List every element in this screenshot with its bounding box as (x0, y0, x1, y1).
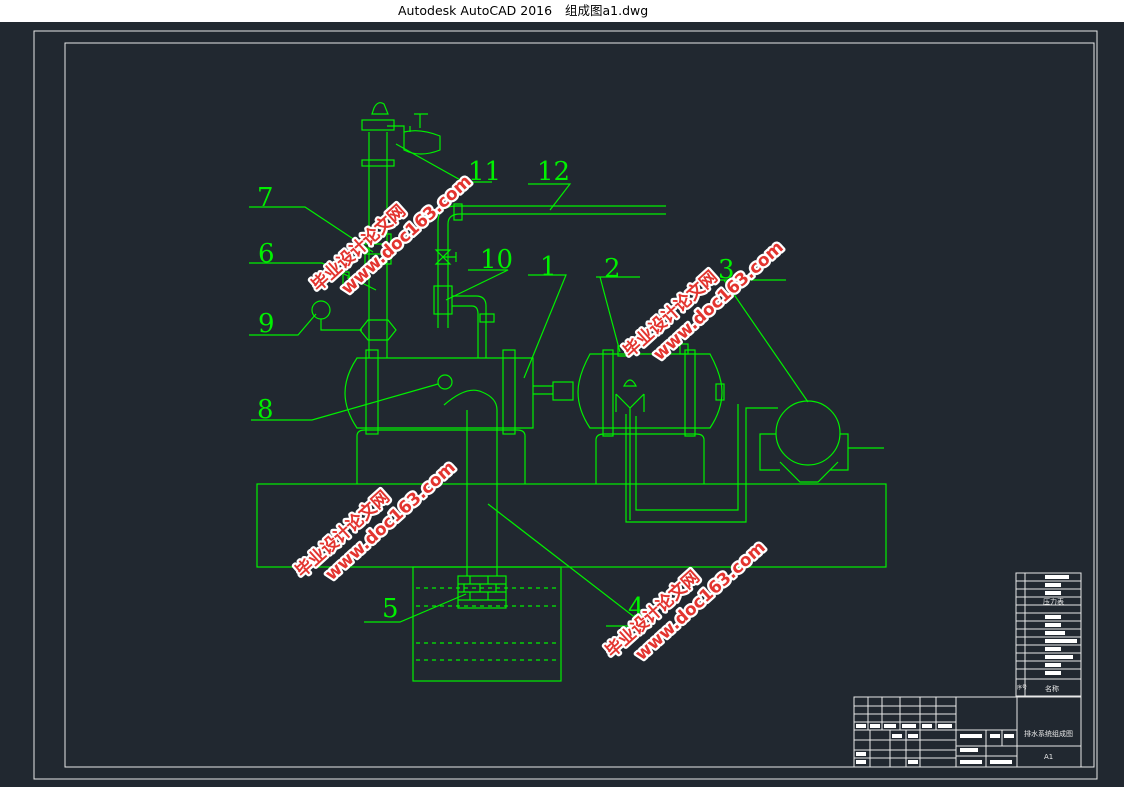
drawing-canvas[interactable]: 1 2 3 4 5 6 7 8 9 10 11 12 压力表 名称 序号 (0, 22, 1124, 787)
sheet-size: A1 (1044, 753, 1053, 761)
label-12: 12 (537, 157, 570, 187)
pressure-gauge (311, 300, 362, 331)
branch-pipe (433, 203, 666, 358)
return-pipe-inner (635, 404, 739, 511)
parts-list-row-text: 压力表 (1043, 597, 1064, 606)
label-6: 6 (258, 239, 275, 269)
vacuum-tank (344, 349, 574, 484)
label-1: 1 (540, 252, 557, 282)
sump-pit (412, 566, 562, 682)
label-9: 9 (258, 309, 275, 339)
label-2: 2 (604, 254, 621, 284)
title-block-fills (856, 724, 1014, 764)
motor (759, 400, 884, 483)
parts-list-name-header: 名称 (1045, 684, 1059, 693)
parts-list-seq-header: 序号 (1017, 684, 1027, 691)
label-7: 7 (257, 183, 274, 213)
suction-strainer (457, 575, 507, 609)
vacuum-pump (577, 343, 725, 520)
drawing-title: 排水系统组成图 (1024, 729, 1073, 738)
watermark-1: 毕业设计论文网 毕业设计论文网 www.doc163.com www.doc16… (289, 455, 462, 587)
water-level-lines (416, 587, 558, 661)
label-5: 5 (382, 594, 399, 624)
discharge-pipe (342, 102, 441, 358)
label-11: 11 (468, 157, 501, 187)
cad-drawing: 1 2 3 4 5 6 7 8 9 10 11 12 压力表 名称 序号 (33, 30, 1098, 780)
return-pipe (625, 407, 778, 523)
foundation-slab (256, 483, 887, 568)
inner-frame (64, 42, 1095, 768)
leader-lines (249, 143, 809, 627)
outer-frame (33, 30, 1098, 780)
watermark-2: 毕业设计论文网 毕业设计论文网 www.doc163.com www.doc16… (305, 169, 478, 301)
label-10: 10 (480, 245, 513, 275)
suction-pipe (443, 389, 498, 576)
file-name: 组成图a1.dwg (565, 3, 649, 18)
title-bar: Autodesk AutoCAD 2016 组成图a1.dwg (0, 0, 1124, 22)
app-title: Autodesk AutoCAD 2016 (398, 3, 553, 18)
title-block (853, 696, 1082, 768)
parts-list (1015, 572, 1082, 697)
watermark-4: 毕业设计论文网 毕业设计论文网 www.doc163.com www.doc16… (599, 535, 772, 667)
parts-list-fills (1045, 575, 1077, 675)
label-4: 4 (628, 593, 645, 623)
label-3: 3 (718, 255, 735, 285)
label-8: 8 (257, 395, 274, 425)
